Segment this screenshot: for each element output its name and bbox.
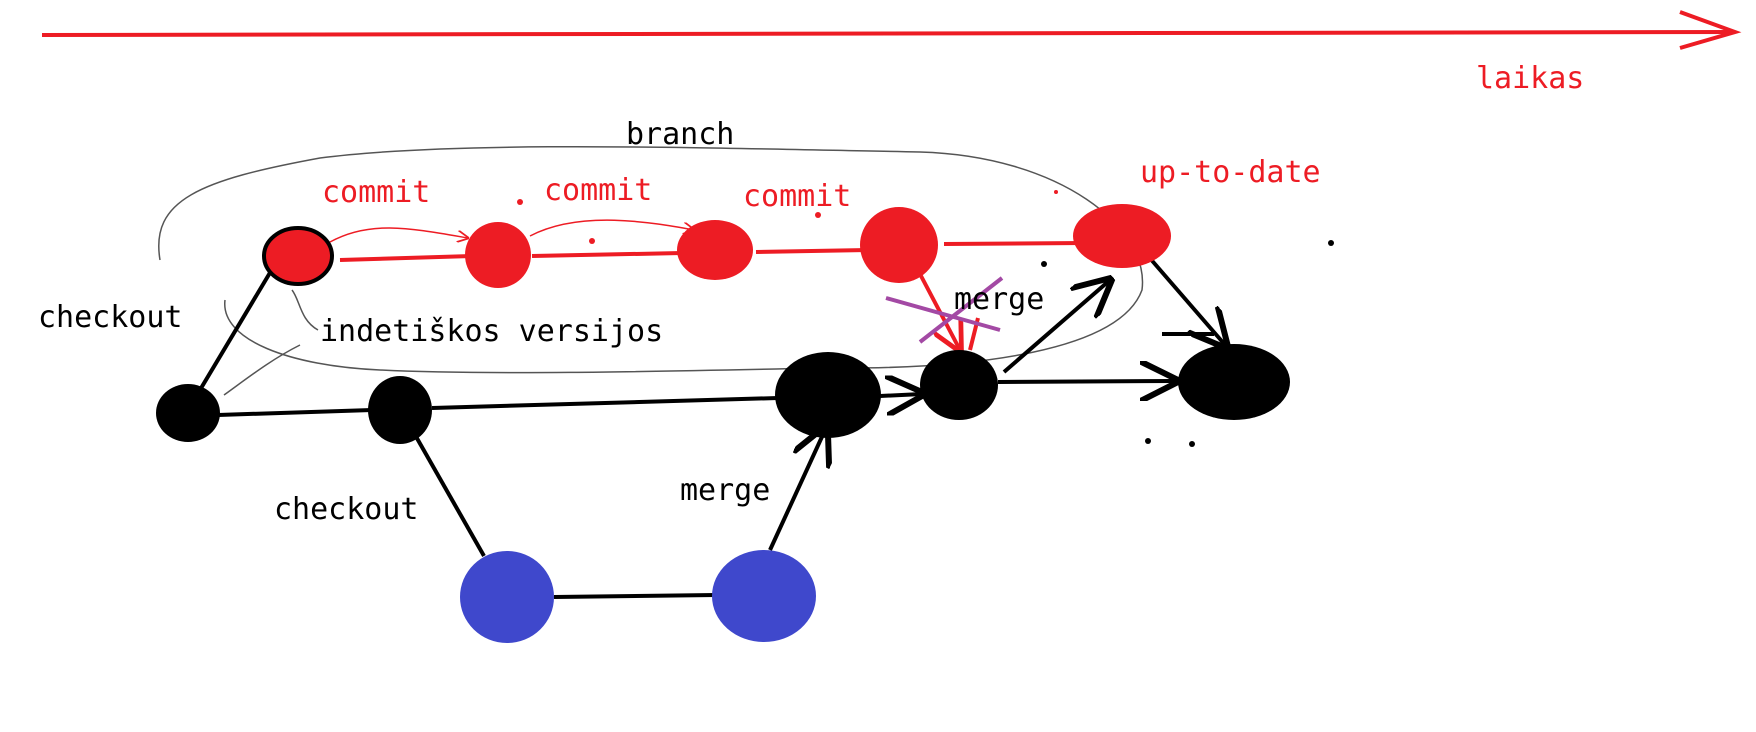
merge-label-bottom: merge (680, 473, 770, 508)
time-axis-arrowhead (1679, 10, 1742, 50)
main-merge-blue-node[interactable] (775, 352, 881, 438)
pointer-to-red-node (291, 289, 319, 331)
merge-blue-edge (768, 428, 826, 551)
checkout-edge-bottom (408, 425, 486, 557)
main-edge-2-3 (431, 396, 779, 410)
up-to-date-to-final (1146, 254, 1226, 346)
dot (517, 199, 523, 205)
red-edge-3-4 (755, 248, 869, 254)
rejected-merge-cross (885, 276, 1004, 344)
time-axis-line (41, 30, 1736, 37)
dot (1328, 240, 1334, 246)
cross-stroke-1 (885, 296, 1001, 332)
main-edge-1-2 (217, 408, 373, 417)
dot (589, 238, 595, 244)
red-commit-node-4[interactable] (860, 207, 938, 283)
branch-label: branch (626, 117, 734, 152)
main-line-edges (186, 254, 1226, 599)
red-branch-nodes (262, 204, 1171, 288)
red-edge-1-2 (339, 254, 473, 262)
red-edge-2-3 (531, 251, 683, 258)
main-start-node[interactable] (156, 384, 220, 442)
up-to-date-label: up-to-date (1140, 155, 1321, 190)
red-commit-arrow-1 (329, 227, 468, 242)
red-commit-node-3[interactable] (677, 220, 753, 280)
red-commit-node-1[interactable] (262, 226, 334, 286)
commit-label-1: commit (322, 175, 430, 210)
branch-outline (158, 145, 1144, 374)
red-commit-node-2[interactable] (465, 222, 531, 288)
pointer-to-black-node (223, 344, 301, 396)
checkout-edge-top (186, 264, 276, 412)
stray-dots (517, 190, 1334, 447)
main-line-nodes (156, 344, 1290, 444)
cross-stroke-2 (918, 276, 1004, 344)
checkout-label-top: checkout (38, 300, 183, 335)
main-final-node[interactable] (1178, 344, 1290, 420)
dot (1054, 190, 1058, 194)
main-edge-4-5 (997, 381, 1176, 382)
parallel-versions-pointers (223, 289, 319, 396)
time-axis: laikas (41, 10, 1742, 96)
merge-label-top: merge (954, 282, 1044, 317)
checkout-label-bottom: checkout (274, 492, 419, 527)
red-commit-arrow-2 (529, 219, 694, 237)
red-edge-4-5 (943, 241, 1086, 246)
main-node-2[interactable] (368, 376, 432, 444)
commit-label-2: commit (544, 173, 652, 208)
dot (1041, 261, 1047, 267)
dot (696, 232, 700, 236)
dot (1189, 441, 1195, 447)
red-branch-edges (329, 219, 1086, 350)
main-merge-red-node[interactable] (920, 350, 998, 420)
merge-to-up-to-date (1002, 280, 1110, 374)
dot (1145, 438, 1151, 444)
feature-branch-nodes (460, 550, 816, 643)
red-up-to-date-node[interactable] (1073, 204, 1171, 268)
blue-edge (553, 593, 717, 599)
blue-node-1[interactable] (460, 551, 554, 643)
time-axis-label: laikas (1476, 61, 1584, 96)
dot (815, 212, 821, 218)
commit-label-3: commit (743, 179, 851, 214)
parallel-versions-label: indetiškos versijos (320, 314, 663, 349)
blue-node-2[interactable] (712, 550, 816, 642)
main-edge-3-4 (879, 394, 922, 396)
